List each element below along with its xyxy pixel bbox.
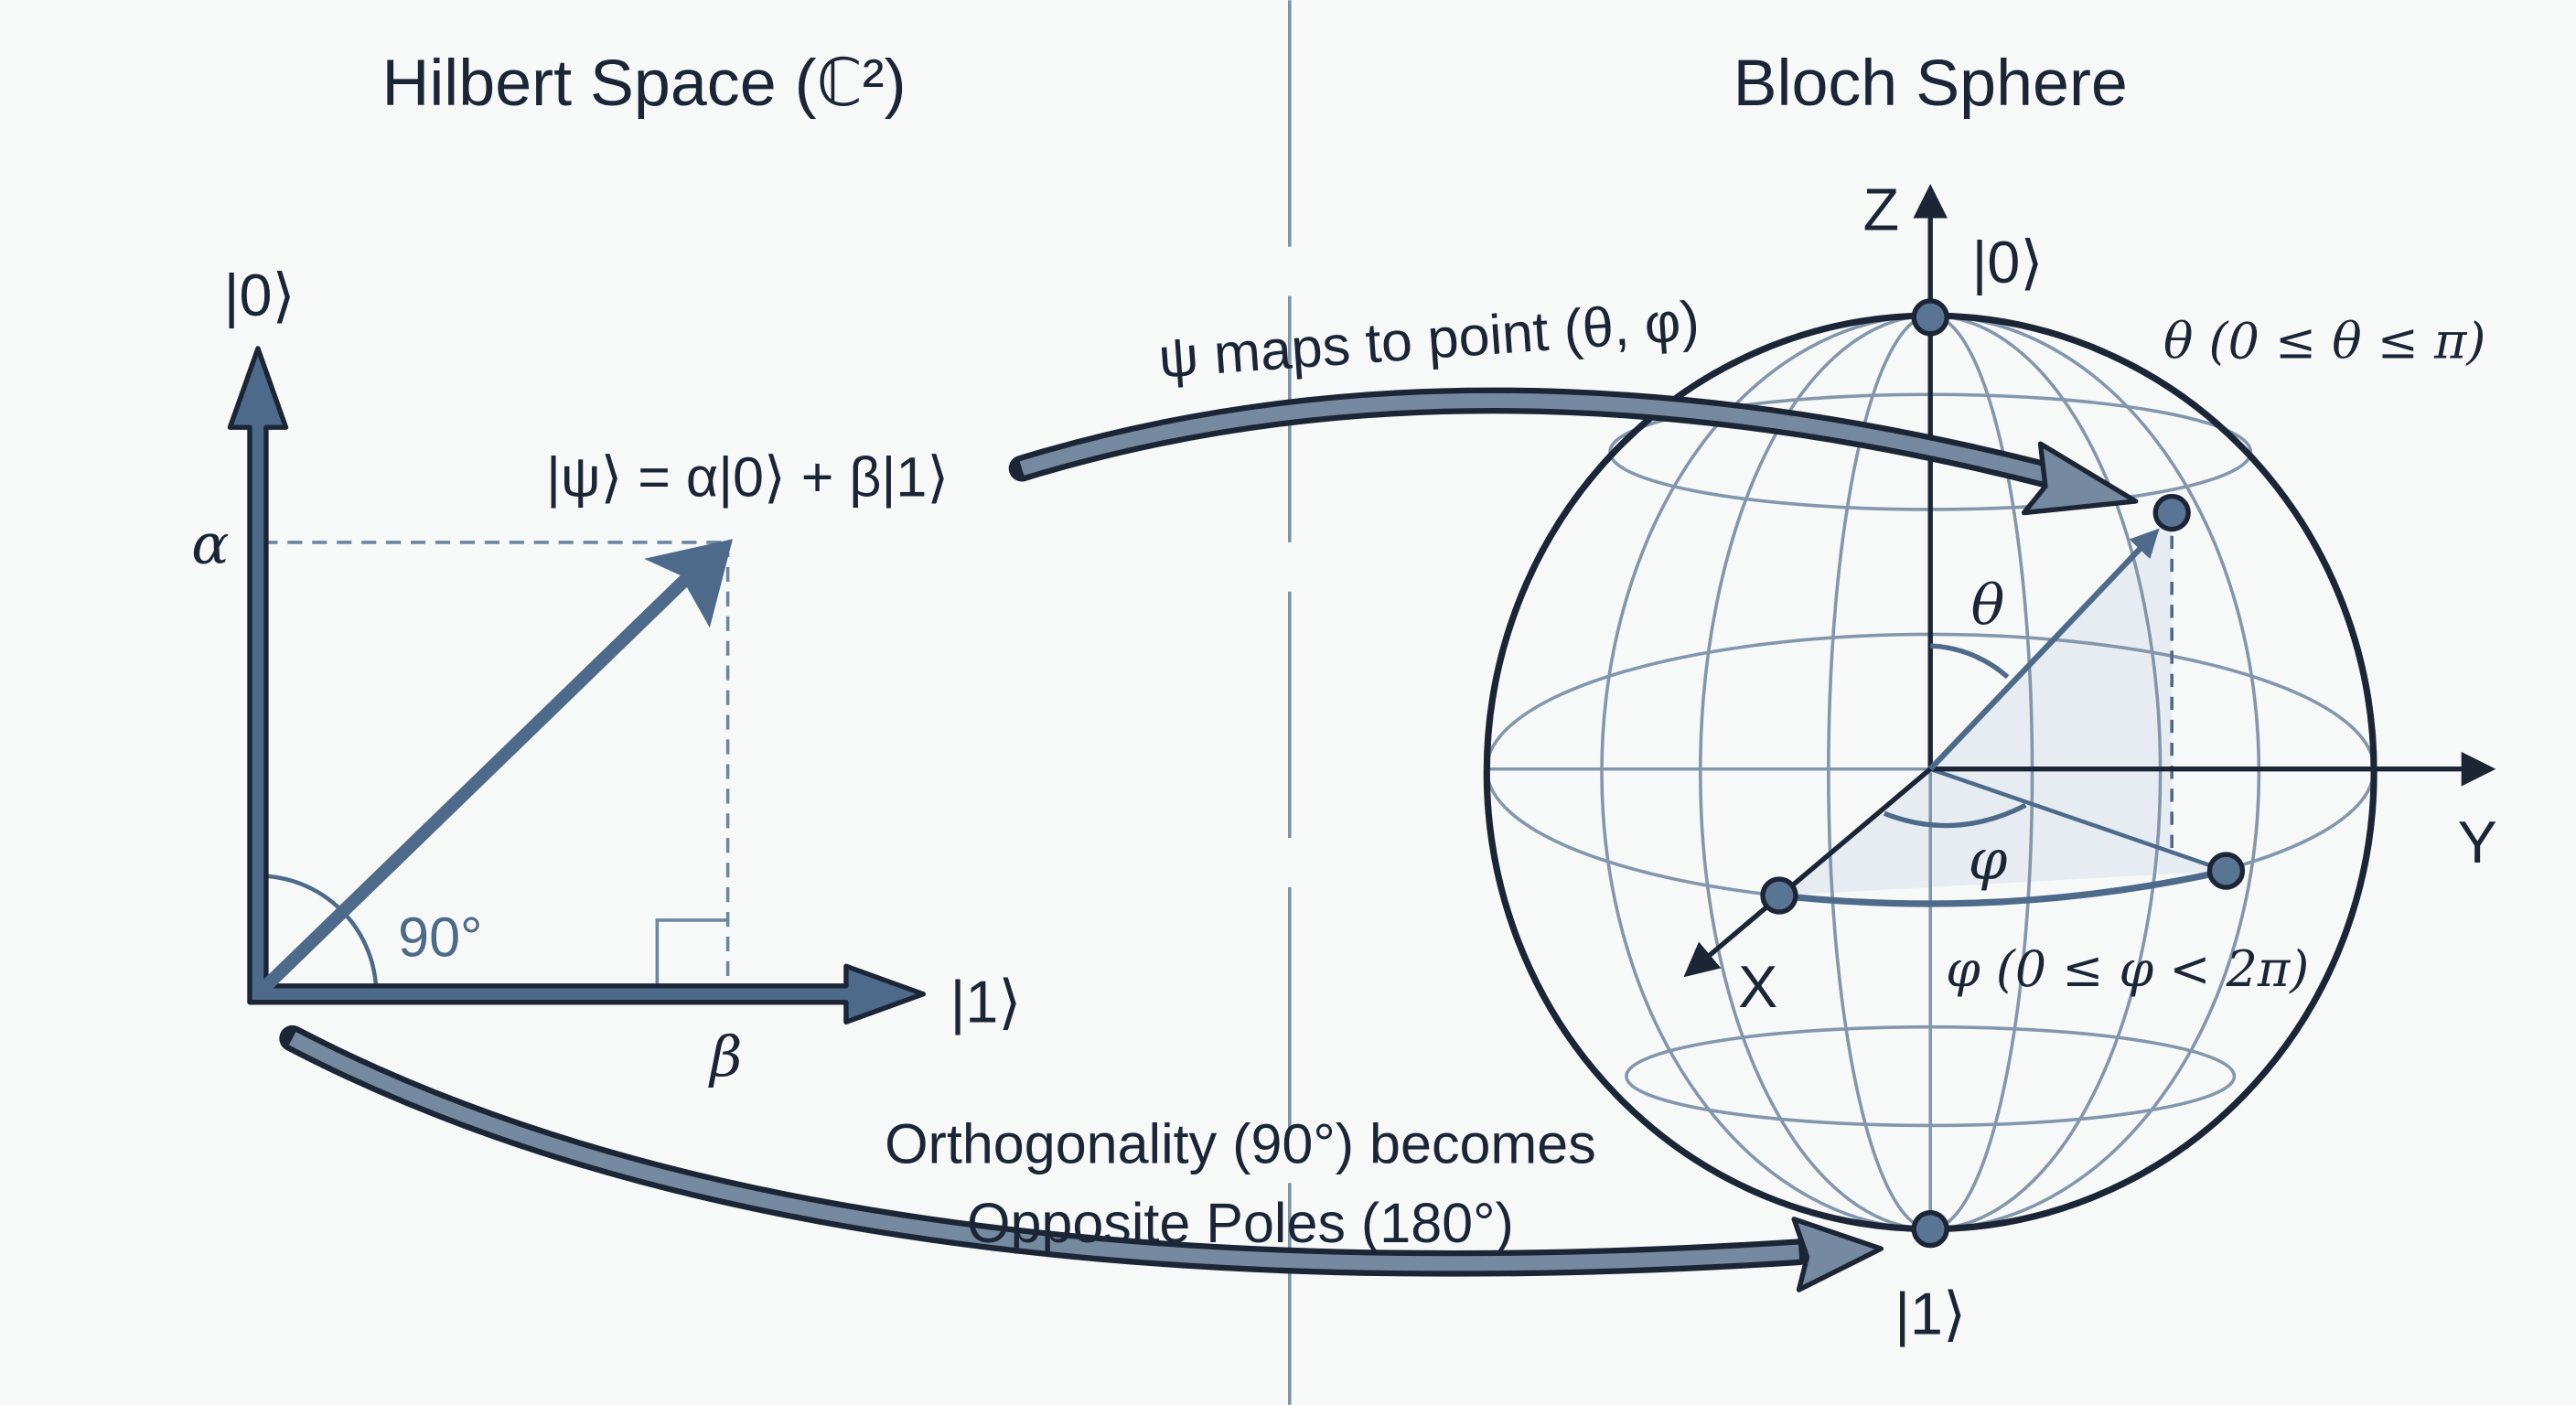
azimuth-line <box>1929 767 2227 874</box>
phi-range-label: φ (0 ≤ φ < 2π) <box>1946 940 2309 998</box>
phi-label: φ <box>1969 828 2008 893</box>
y-label: Y <box>2458 809 2497 875</box>
north-ket-label: |0⟩ <box>1972 229 2044 295</box>
state-vector <box>258 567 698 994</box>
north-pole-point <box>1911 298 1949 337</box>
right-angle-marker <box>655 918 728 992</box>
hilbert-title: Hilbert Space (ℂ²) <box>381 47 906 120</box>
south-pole-point <box>1911 1209 1949 1249</box>
angle-shading <box>1778 512 2227 896</box>
mapping-arrow-bottom: Orthogonality (90°) becomes Opposite Pol… <box>279 1024 1884 1292</box>
equator-phi-arc <box>1778 867 2227 907</box>
ket0-label: |0⟩ <box>224 262 295 328</box>
bloch-vector <box>1927 528 2160 771</box>
bloch-title: Bloch Sphere <box>1733 47 2128 120</box>
top-arrow-label: ψ maps to point (θ, φ) <box>1156 289 1701 389</box>
ket1-label: |1⟩ <box>950 968 1022 1035</box>
bottom-arrow-label-2: Opposite Poles (180°) <box>967 1192 1514 1254</box>
x-point <box>1760 876 1798 915</box>
state-vector-head <box>644 539 733 628</box>
x-axis <box>1683 767 1932 978</box>
hilbert-diagram: |0⟩ |1⟩ α β 90° |ψ⟩ = α|0⟩ + β|1⟩ <box>191 262 1021 1090</box>
angle-label: 90° <box>398 906 482 968</box>
beta-label: β <box>708 1025 742 1090</box>
south-ket-label: |1⟩ <box>1894 1281 1966 1347</box>
alpha-label: α <box>191 512 229 577</box>
z-label: Z <box>1863 177 1900 243</box>
bottom-arrow-label-1: Orthogonality (90°) becomes <box>885 1113 1596 1175</box>
theta-arc <box>1930 643 2010 680</box>
projection-point <box>2206 852 2246 890</box>
basis-axes <box>227 346 926 1024</box>
theta-range-label: θ (0 ≤ θ ≤ π) <box>2163 313 2485 370</box>
x-label: X <box>1738 953 1777 1020</box>
bloch-sphere: Z Y X |0⟩ |1⟩ θ φ θ (0 ≤ θ ≤ π) φ (0 ≤ φ… <box>1483 177 2497 1347</box>
theta-label: θ <box>1971 574 2005 638</box>
phi-arc <box>1883 802 2027 829</box>
state-equation: |ψ⟩ = α|0⟩ + β|1⟩ <box>546 446 949 509</box>
state-point <box>2152 493 2191 532</box>
